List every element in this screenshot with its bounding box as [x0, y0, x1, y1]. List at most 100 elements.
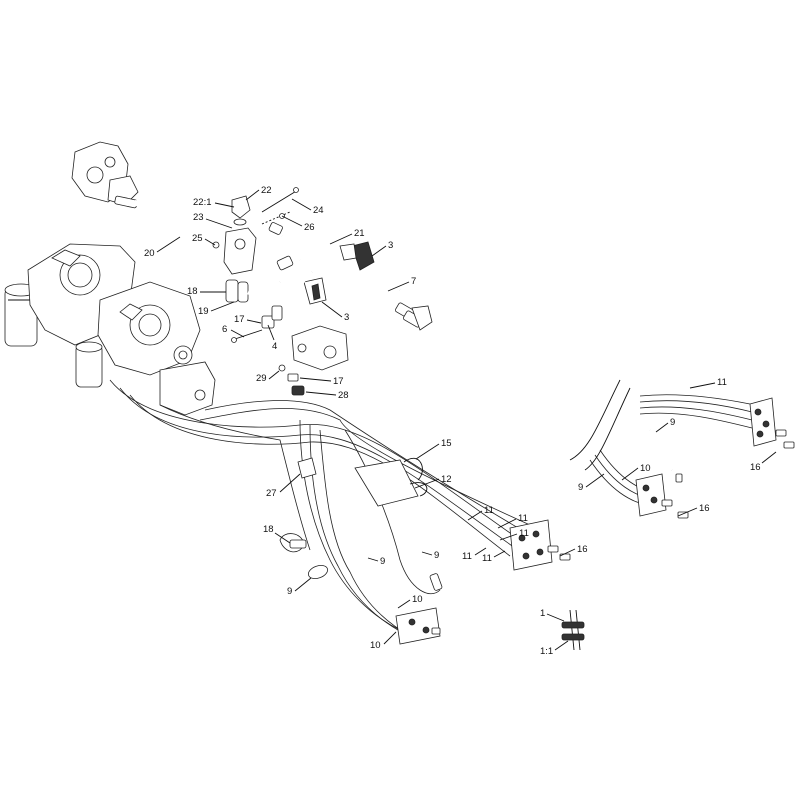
- callout-label: 9: [670, 417, 675, 428]
- leader-line: [299, 377, 332, 382]
- callout-c9d: 9: [367, 556, 385, 567]
- callout-c18a: 18: [187, 286, 226, 297]
- callout-c9b: 9: [578, 473, 605, 493]
- leader-line: [493, 550, 506, 558]
- callout-c17b: 17: [299, 376, 344, 387]
- leader-line: [421, 551, 433, 556]
- callout-c10a: 10: [621, 463, 651, 481]
- callout-c9e: 9: [287, 577, 312, 597]
- callout-c21: 21: [329, 228, 365, 245]
- callout-label: 9: [578, 482, 583, 493]
- leader-line: [367, 557, 379, 562]
- leader-line: [387, 281, 410, 292]
- leader-line: [274, 532, 291, 544]
- leader-line: [621, 467, 639, 481]
- leader-line: [677, 507, 698, 517]
- callout-label: 1: [540, 608, 545, 619]
- leader-line: [497, 518, 517, 529]
- leader-line: [383, 631, 397, 645]
- callout-label: 11: [462, 551, 472, 562]
- callout-c11a: 11: [689, 377, 727, 389]
- callout-label: 23: [193, 212, 204, 223]
- callout-c1111: 11: [462, 547, 487, 562]
- valve-block-lower: [291, 325, 349, 371]
- leader-line: [294, 577, 312, 592]
- callout-c11b: 11: [467, 505, 494, 521]
- leader-line: [156, 236, 181, 253]
- callout-c29: 29: [256, 370, 280, 384]
- callout-label: 22: [261, 185, 272, 196]
- leader-line: [655, 422, 669, 433]
- callout-label: 16: [699, 503, 710, 514]
- callout-label: 9: [287, 586, 292, 597]
- callout-label: 10: [412, 594, 423, 605]
- callout-label: 18: [187, 286, 198, 297]
- callout-label: 27: [266, 488, 277, 499]
- leader-line: [230, 329, 245, 338]
- leader-line: [415, 443, 440, 460]
- leader-line: [761, 451, 777, 464]
- leader-line: [214, 202, 235, 208]
- callout-label: 26: [304, 222, 315, 233]
- callout-c19: 19: [198, 301, 235, 317]
- pump-assembly: [4, 243, 216, 416]
- leader-line: [205, 218, 233, 229]
- callout-c28: 28: [305, 390, 349, 401]
- callout-c27: 27: [266, 473, 301, 499]
- bulkhead-bottom: [395, 607, 441, 645]
- leader-line: [204, 238, 216, 246]
- callout-c26: 26: [281, 215, 315, 233]
- callout-c23: 23: [193, 212, 233, 229]
- callout-label: 11: [519, 528, 529, 539]
- callout-label: 3: [344, 312, 349, 323]
- callout-label: 22:1: [193, 197, 212, 208]
- callout-c20: 20: [144, 236, 181, 259]
- leader-line: [246, 319, 262, 324]
- callout-label: 18: [263, 524, 274, 535]
- callout-c9a: 9: [655, 417, 675, 433]
- callout-c6: 6: [222, 324, 245, 338]
- callout-c11d: 11: [499, 528, 529, 541]
- callout-label: 11: [717, 377, 727, 388]
- leader-line: [499, 533, 518, 541]
- callout-label: 1:1: [540, 646, 553, 657]
- leader-line: [268, 370, 280, 380]
- callout-label: 11: [518, 513, 528, 524]
- callout-label: 16: [750, 462, 761, 473]
- callout-c17a: 17: [234, 314, 262, 325]
- leader-line: [689, 382, 716, 389]
- callout-c7: 7: [387, 276, 416, 292]
- callout-c24: 24: [291, 198, 324, 216]
- bulkhead-center: [509, 519, 571, 571]
- callout-label: 15: [441, 438, 452, 449]
- callout-label: 19: [198, 306, 209, 317]
- callout-label: 25: [192, 233, 203, 244]
- callout-c25: 25: [192, 233, 216, 246]
- callout-c4: 4: [267, 324, 277, 352]
- callout-label: 7: [411, 276, 416, 287]
- callout-label: 9: [380, 556, 385, 567]
- callout-label: 3: [388, 240, 393, 251]
- leader-line: [281, 215, 303, 227]
- callout-c221: 22:1: [193, 197, 235, 208]
- leader-line: [329, 233, 353, 245]
- callout-c1: 1: [540, 608, 565, 622]
- manifold-block: [212, 195, 257, 275]
- leader-line: [546, 613, 565, 622]
- callout-label: 11: [482, 553, 492, 564]
- callout-label: 21: [354, 228, 365, 239]
- callout-c12: 12: [414, 474, 452, 489]
- callout-label: 17: [234, 314, 245, 325]
- callout-label: 11: [484, 505, 494, 516]
- leader-line: [554, 640, 569, 651]
- callout-label: 4: [272, 341, 277, 352]
- callout-c15: 15: [415, 438, 452, 460]
- callout-label: 20: [144, 248, 155, 259]
- leader-line: [559, 548, 576, 557]
- callout-c16b: 16: [677, 503, 710, 517]
- callout-c1112: 11: [482, 550, 506, 564]
- callout-c3a: 3: [371, 240, 393, 257]
- callout-c18b: 18: [263, 524, 291, 544]
- leader-line: [279, 473, 301, 493]
